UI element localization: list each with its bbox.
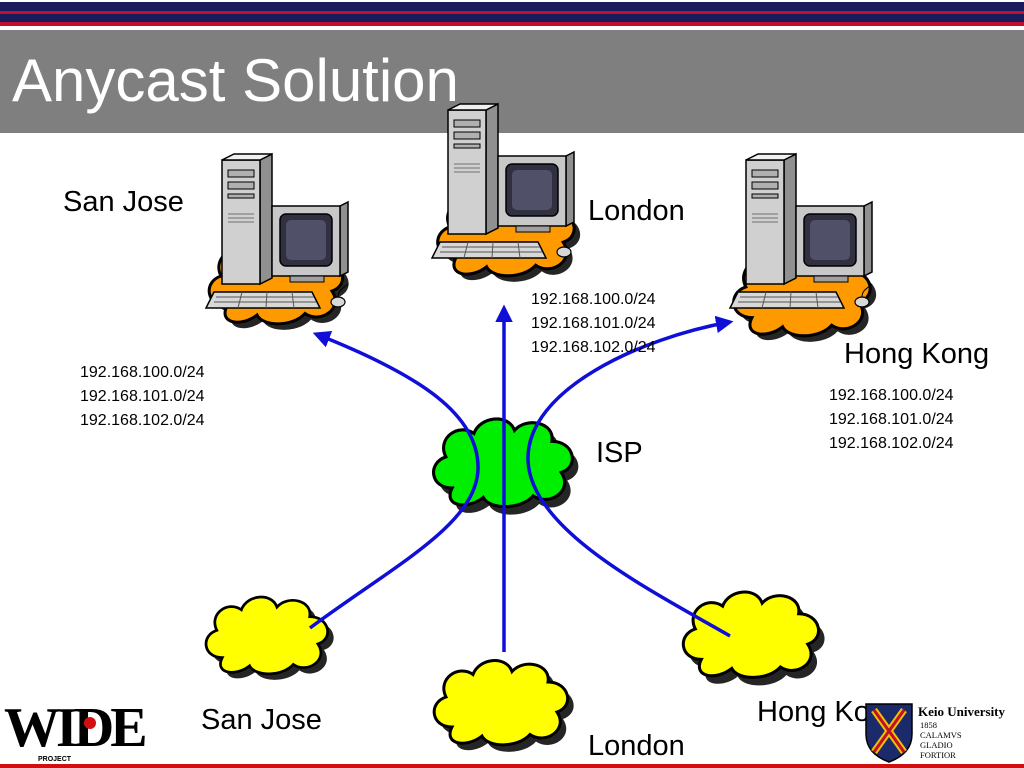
keio-university-logo: Keio University 1858 CALAMVS GLADIO FORT… (862, 700, 1022, 764)
keio-shield-icon (865, 703, 913, 763)
network-prefix: 192.168.101.0/24 (829, 411, 954, 428)
hong-kong-client-cloud (681, 590, 825, 686)
network-prefix: 192.168.102.0/24 (829, 435, 954, 452)
network-prefix: 192.168.100.0/24 (531, 291, 656, 308)
slide-title: Anycast Solution (12, 47, 459, 114)
keio-motto-line: GLADIO (920, 740, 953, 750)
wide-logo-word: WIDE (4, 697, 148, 759)
title-bar (0, 30, 1024, 133)
network-prefix: 192.168.100.0/24 (829, 387, 954, 404)
footer-line (0, 764, 1024, 768)
keio-motto: 1858 CALAMVS GLADIO FORTIOR (920, 720, 962, 760)
wide-logo-dot (84, 717, 96, 729)
san-jose-route-arrow (308, 330, 480, 630)
san-jose-server-label: San Jose (63, 186, 184, 218)
london-networks: 192.168.100.0/24 192.168.101.0/24 192.16… (531, 288, 656, 360)
wide-project-logo: WIDE PROJECT (4, 697, 148, 766)
header-stripes (0, 0, 1024, 30)
keio-motto-line: CALAMVS (920, 730, 962, 740)
network-prefix: 192.168.102.0/24 (80, 412, 205, 429)
wide-logo-subtitle: PROJECT (38, 756, 72, 763)
london-server-label: London (588, 195, 685, 227)
hong-kong-server-label: Hong Kong (844, 338, 990, 370)
network-prefix: 192.168.100.0/24 (80, 364, 205, 381)
san-jose-client-cloud (204, 595, 334, 680)
isp-cloud (431, 417, 579, 515)
hong-kong-networks: 192.168.100.0/24 192.168.101.0/24 192.16… (829, 384, 954, 456)
network-prefix: 192.168.101.0/24 (531, 315, 656, 332)
network-prefix: 192.168.102.0/24 (531, 339, 656, 356)
isp-label: ISP (596, 437, 643, 469)
hong-kong-route-arrow (526, 315, 734, 638)
keio-name: Keio University (918, 704, 1006, 719)
san-jose-client-label: San Jose (201, 704, 322, 736)
london-client-cloud (432, 659, 574, 752)
network-prefix: 192.168.101.0/24 (80, 388, 205, 405)
london-client-label: London (588, 730, 685, 762)
san-jose-networks: 192.168.100.0/24 192.168.101.0/24 192.16… (80, 361, 205, 433)
keio-motto-line: 1858 (920, 720, 937, 730)
keio-motto-line: FORTIOR (920, 750, 956, 760)
